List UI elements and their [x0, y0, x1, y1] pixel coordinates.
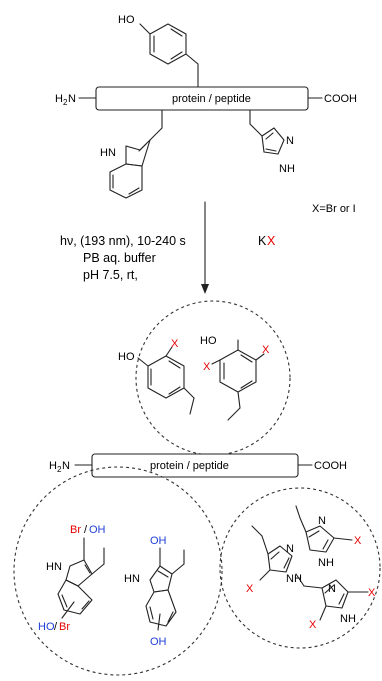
his-bottom-n: N [328, 583, 336, 595]
conditions-line-3: pH 7.5, rt, [83, 268, 138, 282]
reagent-note: X=Br or I [312, 203, 356, 215]
top-histidine-residue: N NH [249, 109, 295, 175]
reaction-arrow [201, 201, 209, 294]
trp-product-right: OH HN OH [124, 535, 185, 648]
trp-left-br2: Br [59, 621, 70, 633]
bottom-acid-label: COOH [314, 460, 347, 472]
his-top-n: N [318, 515, 326, 527]
trp-right-nh: HN [124, 573, 140, 585]
his-bottom-nh: NH [340, 613, 356, 625]
reagent-k: K [258, 234, 267, 248]
bottom-amine-h: H [49, 460, 57, 472]
his-bottom-x-left: X [309, 619, 317, 631]
his-top-x: X [354, 535, 362, 547]
trp-left-slash: / [84, 524, 88, 536]
tyr-mono-oh: HO [118, 351, 135, 363]
trp-left-ho: HO [38, 621, 55, 633]
tryptophan-products-circle [13, 466, 223, 676]
top-amine-n: N [68, 93, 76, 105]
trp-right-oh-top: OH [150, 535, 167, 547]
top-imidazole-n: N [286, 135, 294, 147]
trp-left-slash2: / [54, 621, 58, 633]
top-amine-sub: 2 [63, 98, 68, 107]
top-tryptophan-residue: HN [100, 109, 163, 199]
trp-product-left: Br / OH HN HO / Br [38, 524, 106, 633]
his-product-top: N NH X [295, 505, 362, 569]
top-acid-label: COOH [324, 93, 357, 105]
his-bottom-x-right: X [368, 587, 376, 599]
tyrosine-products-circle [135, 300, 291, 456]
bottom-protein-bar: protein / peptide H 2 N COOH [49, 453, 347, 478]
tyr-mono-x: X [171, 338, 179, 350]
tyr-di-x-left: X [203, 361, 211, 373]
his-product-left: N NH X [246, 525, 302, 595]
tyrosine-mono-halo: HO X [118, 338, 195, 415]
his-product-bottom: N NH X X [295, 573, 376, 631]
his-top-nh: NH [318, 557, 334, 569]
reaction-conditions: hν, (193 nm), 10-240 s PB aq. buffer pH … [60, 234, 276, 282]
trp-left-oh: OH [89, 524, 106, 536]
his-left-x: X [246, 583, 254, 595]
tyrosine-di-halo: HO X X [200, 335, 270, 421]
trp-left-br: Br [70, 524, 81, 536]
bottom-amine-n: N [62, 460, 70, 472]
trp-right-oh-bottom: OH [150, 636, 167, 648]
tyr-di-oh: HO [200, 335, 217, 347]
top-phenol-oh: HO [118, 14, 135, 26]
top-protein-label: protein / peptide [172, 93, 251, 105]
conditions-line-1: hν, (193 nm), 10-240 s [60, 234, 186, 248]
top-imidazole-nh: NH [279, 163, 295, 175]
conditions-line-2: PB aq. buffer [83, 251, 156, 265]
top-indole-nh: HN [100, 147, 116, 159]
reagent-x: X [267, 234, 276, 248]
trp-left-nh: HN [46, 561, 62, 573]
tyr-di-x-top: X [262, 344, 270, 356]
bottom-amine-sub: 2 [57, 465, 62, 474]
top-protein-bar: protein / peptide H 2 N COOH [55, 86, 357, 111]
top-tyrosine-residue: HO [118, 14, 199, 88]
top-amine-h: H [55, 93, 63, 105]
bottom-protein-label: protein / peptide [150, 460, 229, 472]
his-left-n: N [286, 543, 294, 555]
histidine-products-circle [219, 487, 381, 649]
